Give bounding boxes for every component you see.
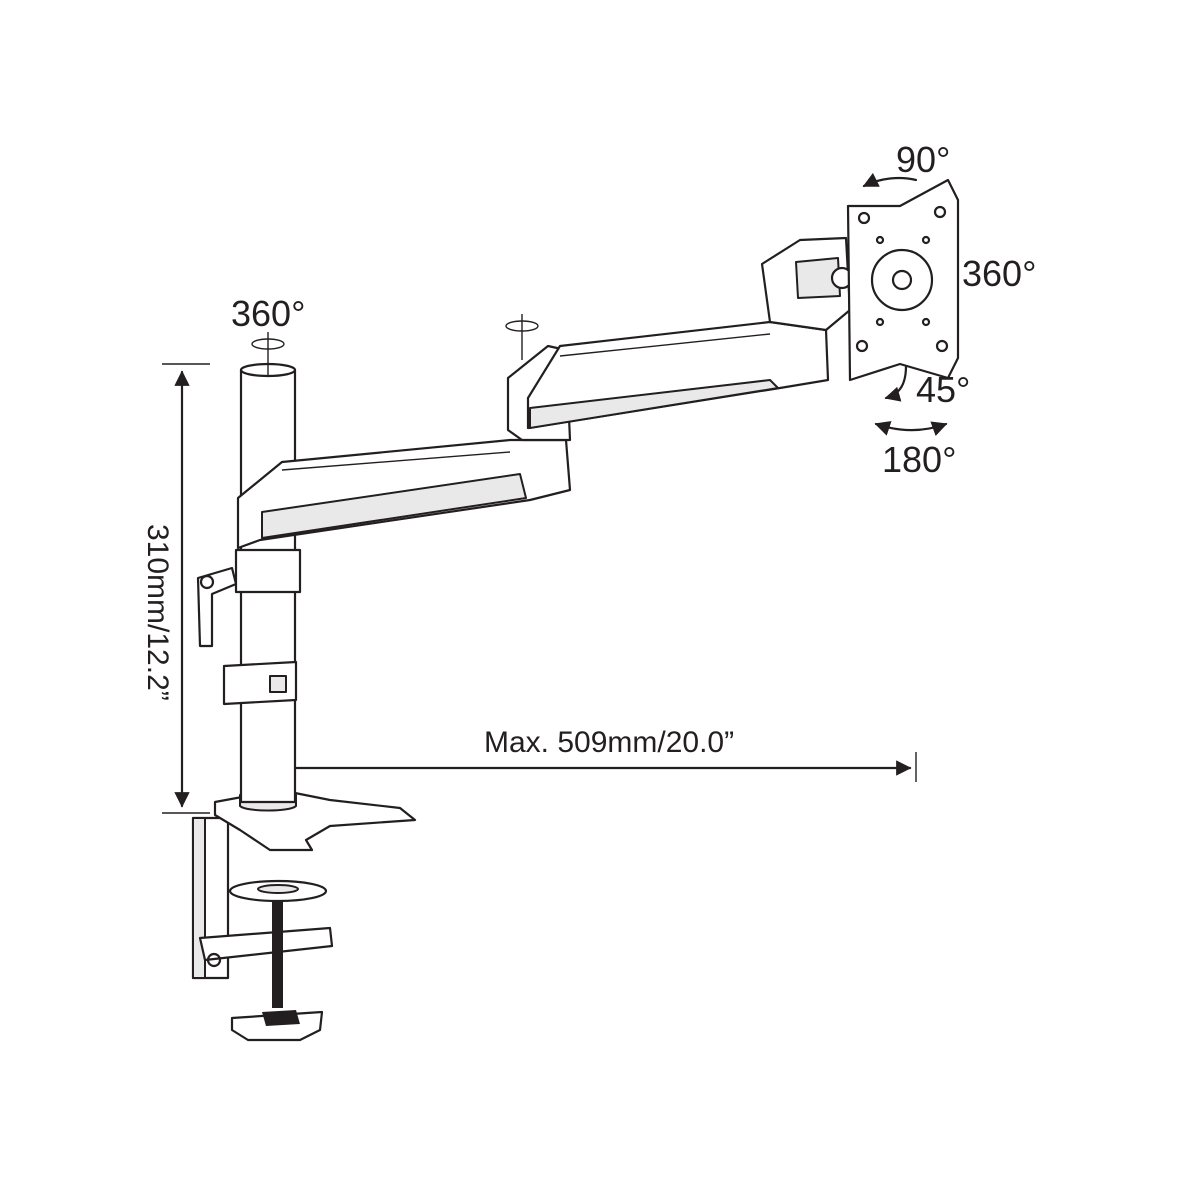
tilt-head <box>760 236 854 332</box>
pole-rotation-indicator <box>251 332 285 376</box>
tilt-up-arrow <box>862 172 918 188</box>
lower-arm <box>236 438 572 550</box>
vesa-plate <box>846 178 960 382</box>
elbow-rotation-indicator <box>505 314 539 360</box>
swivel-arrow <box>874 421 948 436</box>
height-dimension: 310mm/12.2” <box>141 363 210 814</box>
reach-dimension-label: Max. 509mm/20.0” <box>484 726 734 759</box>
tilt-down-label: 45° <box>916 369 970 410</box>
swivel-label: 180° <box>882 439 956 480</box>
height-dimension-label: 310mm/12.2” <box>141 524 174 701</box>
upper-arm <box>526 320 830 430</box>
desk-clamp <box>191 816 334 1042</box>
reach-dimension: Max. 509mm/20.0” <box>278 726 917 782</box>
pole-rotation-label: 360° <box>231 293 305 334</box>
pole <box>196 362 302 804</box>
vesa-rotation-label: 360° <box>962 253 1036 294</box>
tilt-down-arrow <box>884 364 908 402</box>
tilt-up-label: 90° <box>896 139 950 180</box>
